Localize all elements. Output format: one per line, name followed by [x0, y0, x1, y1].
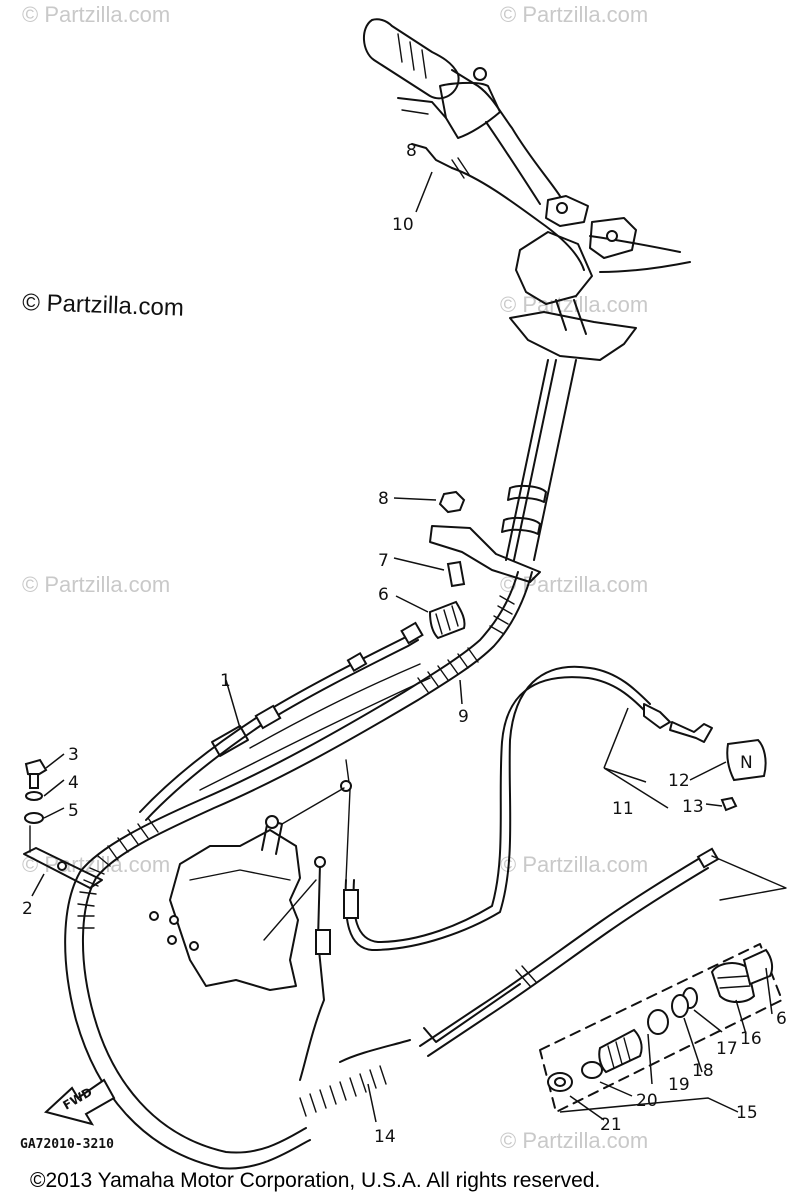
callout-10: 10 [392, 215, 414, 235]
watermark: © Partzilla.com [22, 2, 170, 27]
callout-15: 15 [736, 1103, 758, 1123]
steering-column-head [509, 195, 637, 361]
callout-1: 1 [220, 671, 231, 691]
watermark-group: © Partzilla.com © Partzilla.com © Partzi… [22, 2, 648, 1153]
steering-shaft [429, 359, 577, 583]
throttle-cable [411, 143, 585, 271]
choke-cable [139, 621, 431, 821]
callout-3: 3 [68, 745, 79, 765]
watermark: © Partzilla.com [22, 572, 170, 597]
cable-hose [64, 571, 533, 1170]
watermark: © Partzilla.com [500, 2, 648, 27]
diagram-code: GA72010-3210 [20, 1137, 114, 1152]
callout-group: 1 2 3 4 5 6 7 8 9 10 11 12 13 14 15 16 1… [22, 141, 787, 1147]
callout-19: 19 [668, 1075, 690, 1095]
callout-6b: 6 [776, 1009, 787, 1029]
callout-14: 14 [374, 1127, 396, 1147]
callout-20: 20 [636, 1091, 658, 1111]
callout-16: 16 [740, 1029, 762, 1049]
callout-11: 11 [612, 799, 634, 819]
hardware-left [23, 758, 103, 889]
neutral-cable [340, 665, 713, 951]
callout-12: 12 [668, 771, 690, 791]
fwd-arrow: FWD [43, 1078, 116, 1126]
neutral-cap-letter: N [740, 753, 753, 773]
watermark: © Partzilla.com [500, 572, 648, 597]
callout-5: 5 [68, 801, 79, 821]
callout-9: 9 [458, 707, 469, 727]
leader-lines [31, 171, 773, 1123]
callout-4: 4 [68, 773, 79, 793]
callout-6: 6 [378, 585, 389, 605]
lower-cable [339, 847, 787, 1063]
neutral-knob: N [720, 738, 767, 812]
watermark: © Partzilla.com [500, 1128, 648, 1153]
linkage-wires [263, 787, 345, 1081]
carburetor [149, 815, 301, 991]
callout-7: 7 [378, 551, 389, 571]
callout-18: 18 [692, 1061, 714, 1081]
watermark-dark: © Partzilla.com [22, 289, 185, 322]
callout-21: 21 [600, 1115, 622, 1135]
copyright-notice: ©2013 Yamaha Motor Corporation, U.S.A. A… [30, 1169, 600, 1192]
callout-8: 8 [378, 489, 389, 509]
callout-8b: 8 [406, 141, 417, 161]
hardware-upper [428, 490, 466, 640]
callout-13: 13 [682, 797, 704, 817]
handlebar [363, 18, 691, 273]
callout-17: 17 [716, 1039, 738, 1059]
callout-2: 2 [22, 899, 33, 919]
kit-15-box [539, 943, 783, 1113]
watermark: © Partzilla.com [500, 852, 648, 877]
